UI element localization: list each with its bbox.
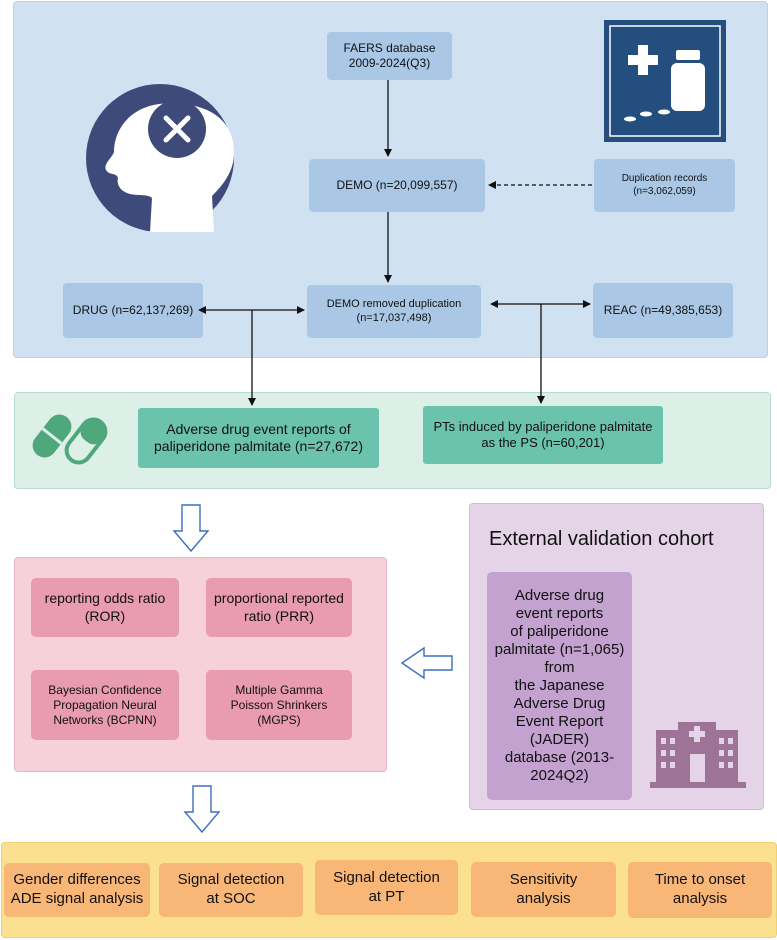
pts-box: PTs induced by paliperidone palmitate as…: [423, 406, 663, 464]
reac-box: REAC (n=49,385,653): [593, 283, 733, 338]
hospital-details: [661, 726, 733, 782]
block-arrow-down-2: [183, 785, 221, 834]
analysis-box-pt: Signal detection at PT: [315, 860, 458, 915]
prr-box: proportional reported ratio (PRR): [206, 578, 352, 637]
bcpnn-box: Bayesian Confidence Propagation Neural N…: [31, 670, 179, 740]
block-arrow-down-1: [172, 504, 210, 553]
ror-box: reporting odds ratio (ROR): [31, 578, 179, 637]
analysis-box-tto: Time to onset analysis: [628, 862, 772, 918]
capsule-pills-icon: [32, 414, 108, 465]
ade-reports-box: Adverse drug event reports of paliperido…: [138, 408, 379, 468]
mgps-box: Multiple Gamma Poisson Shrinkers (MGPS): [206, 670, 352, 740]
demo-box: DEMO (n=20,099,557): [309, 159, 485, 212]
validation-title: External validation cohort: [489, 528, 714, 550]
head-with-x-icon: [86, 84, 234, 232]
duplication-records-box: Duplication records (n=3,062,059): [594, 159, 735, 212]
block-arrow-left: [400, 646, 453, 680]
analysis-box-soc: Signal detection at SOC: [159, 863, 303, 917]
demo-removed-duplication-box: DEMO removed duplication (n=17,037,498): [307, 285, 481, 338]
drug-box: DRUG (n=62,137,269): [63, 283, 203, 338]
faers-source-box: FAERS database 2009-2024(Q3): [327, 32, 452, 80]
medicine-bottle-icon: [604, 20, 726, 142]
analysis-box-sensitivity: Sensitivity analysis: [471, 862, 616, 917]
validation-body-box: Adverse drug event reports of paliperido…: [487, 572, 632, 800]
analysis-box-gender: Gender differences ADE signal analysis: [4, 863, 150, 917]
